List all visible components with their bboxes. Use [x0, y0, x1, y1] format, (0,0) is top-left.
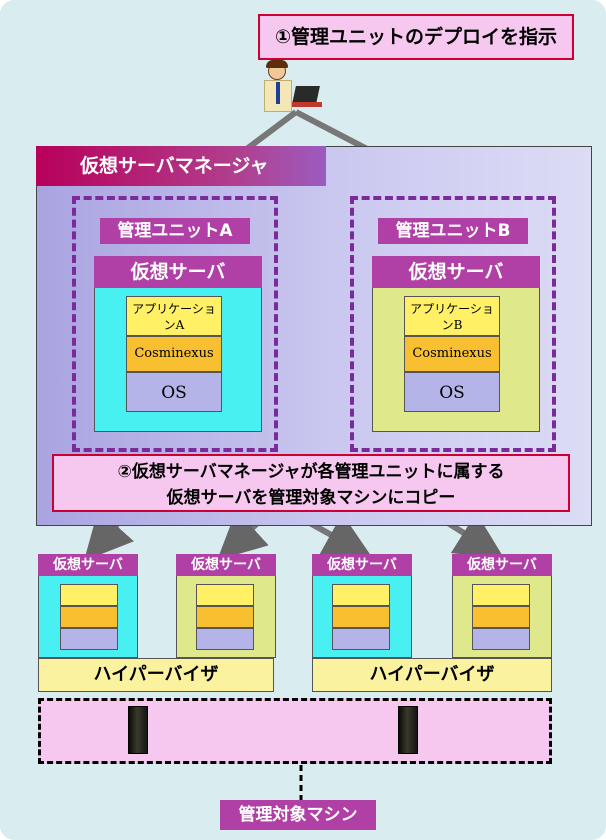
- unit-b-frame: [350, 196, 556, 452]
- unit-a-cosminexus-layer: Cosminexus: [126, 336, 222, 372]
- bottom-server-2-label: 仮想サーバ: [176, 554, 276, 576]
- bottom-server-4-label: 仮想サーバ: [452, 554, 552, 576]
- unit-a-label: 管理ユニットA: [100, 218, 250, 244]
- instruction-copy-line2: 仮想サーバを管理対象マシンにコピー: [166, 488, 456, 508]
- instruction-deploy-label: ①管理ユニットのデプロイを指示: [258, 14, 574, 60]
- target-machine-label: 管理対象マシン: [220, 800, 376, 830]
- bottom-server-2-os: [196, 628, 254, 650]
- unit-a-server-label: 仮想サーバ: [94, 256, 262, 288]
- hypervisor-2: ハイパーバイザ: [312, 658, 552, 692]
- unit-a-os-layer: OS: [126, 372, 222, 412]
- unit-b-os-layer: OS: [404, 372, 500, 412]
- bottom-server-4-middleware: [472, 606, 530, 628]
- unit-a-frame: [72, 196, 278, 452]
- bottom-server-3-os: [332, 628, 390, 650]
- bottom-server-1-middleware: [60, 606, 118, 628]
- bottom-server-1-os: [60, 628, 118, 650]
- bottom-server-1-label: 仮想サーバ: [38, 554, 138, 576]
- bottom-server-2-app: [196, 584, 254, 606]
- bottom-server-4-app: [472, 584, 530, 606]
- unit-b-cosminexus-layer: Cosminexus: [404, 336, 500, 372]
- hypervisor-1: ハイパーバイザ: [38, 658, 274, 692]
- bottom-server-3-app: [332, 584, 390, 606]
- unit-b-label: 管理ユニットB: [378, 218, 528, 244]
- server-machine-1-icon: [128, 706, 148, 754]
- instruction-copy-box: ②仮想サーバマネージャが各管理ユニットに属する 仮想サーバを管理対象マシンにコピ…: [52, 454, 570, 512]
- managed-machines-area: [38, 698, 552, 764]
- manager-title: 仮想サーバマネージャ: [36, 146, 326, 186]
- unit-b-server-label: 仮想サーバ: [372, 256, 540, 288]
- bottom-server-2-middleware: [196, 606, 254, 628]
- operator-icon: [262, 60, 324, 114]
- bottom-server-4-os: [472, 628, 530, 650]
- unit-a-app-layer: アプリケーションA: [126, 296, 222, 336]
- server-machine-2-icon: [398, 706, 418, 754]
- bottom-server-3-middleware: [332, 606, 390, 628]
- instruction-copy-line1: ②仮想サーバマネージャが各管理ユニットに属する: [117, 462, 505, 482]
- bottom-server-3-label: 仮想サーバ: [312, 554, 412, 576]
- unit-b-app-layer: アプリケーションB: [404, 296, 500, 336]
- bottom-server-1-app: [60, 584, 118, 606]
